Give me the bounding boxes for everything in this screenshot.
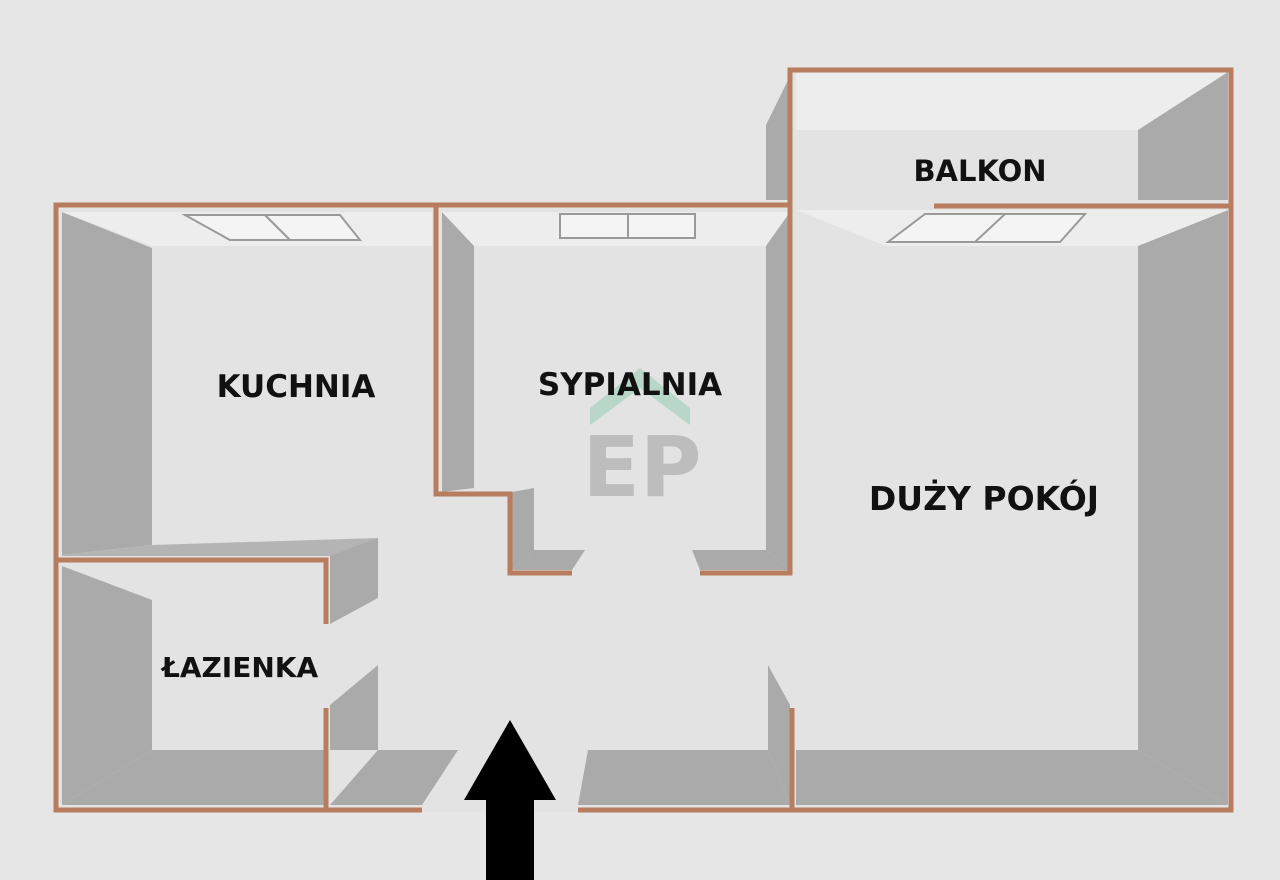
window-icon (181, 213, 1088, 243)
logo-roof (590, 368, 690, 425)
wall-outlines (53, 67, 1234, 813)
logo: EP (583, 368, 702, 516)
arrow-up-icon (464, 720, 556, 880)
room-label-living-room: DUŻY POKÓJ (869, 478, 1099, 518)
logo-text: EP (583, 418, 702, 516)
room-label-bathroom: ŁAZIENKA (160, 651, 319, 684)
room-label-bedroom: SYPIALNIA (538, 367, 722, 403)
room-label-balcony: BALKON (913, 154, 1046, 188)
room-label-kitchen: KUCHNIA (217, 369, 376, 405)
